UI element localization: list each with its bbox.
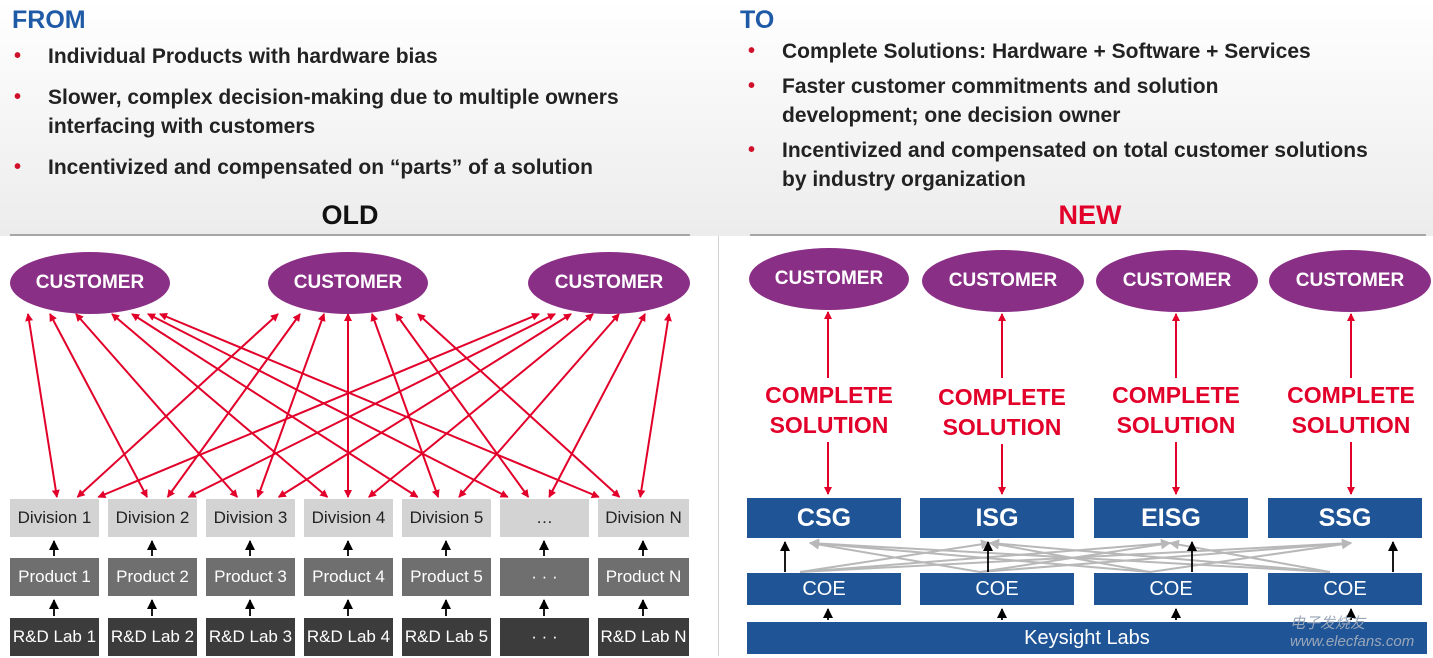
product-box: · · · <box>500 558 589 596</box>
group-csg: CSG <box>747 498 901 538</box>
coe-box: COE <box>920 573 1074 605</box>
to-heading: TO <box>740 6 775 34</box>
coe-box: COE <box>747 573 901 605</box>
center-separator <box>718 236 719 656</box>
rd-lab-box: R&D Lab N <box>598 618 689 656</box>
coe-box: COE <box>1094 573 1248 605</box>
group-isg: ISG <box>920 498 1074 538</box>
customer-division-arrow <box>111 313 329 498</box>
new-title: NEW <box>1058 200 1122 230</box>
solution-line: SOLUTION <box>769 412 889 438</box>
complete-solution-label: COMPLETE SOLUTION <box>1276 378 1426 442</box>
customer-division-arrow <box>187 313 556 498</box>
customer-division-arrow <box>637 313 672 498</box>
customer-division-arrow <box>417 313 621 498</box>
customer-division-arrow <box>131 313 419 498</box>
solution-line: SOLUTION <box>942 414 1062 440</box>
division-box: Division 4 <box>304 499 393 537</box>
customer-division-arrow <box>548 313 646 498</box>
rd-lab-box: R&D Lab 5 <box>402 618 491 656</box>
complete-line: COMPLETE <box>765 382 893 408</box>
complete-line: COMPLETE <box>938 384 1066 410</box>
new-customer-1: CUSTOMER <box>749 248 909 310</box>
rd-lab-box: R&D Lab 4 <box>304 618 393 656</box>
old-customer-3: CUSTOMER <box>528 252 690 314</box>
to-bullet: Faster customer commitments and solution… <box>744 72 1342 130</box>
new-customer-4: CUSTOMER <box>1269 250 1431 312</box>
to-bullets: Complete Solutions: Hardware + Software … <box>744 37 1424 206</box>
customer-division-arrow <box>25 313 60 498</box>
customer-division-arrow <box>97 312 540 499</box>
coe-cross-arrow <box>809 539 981 573</box>
product-box: Product 5 <box>402 558 491 596</box>
from-bullet: Slower, complex decision-making due to m… <box>10 83 648 141</box>
complete-solution-label: COMPLETE SOLUTION <box>754 378 904 442</box>
division-box: … <box>500 499 589 537</box>
division-box: Division 3 <box>206 499 295 537</box>
coe-cross-arrow <box>809 538 1331 573</box>
group-ssg: SSG <box>1268 498 1422 538</box>
solution-line: SOLUTION <box>1291 412 1411 438</box>
division-box: Division 5 <box>402 499 491 537</box>
product-box: Product 2 <box>108 558 197 596</box>
from-bullets: Individual Products with hardware bias S… <box>10 42 690 194</box>
complete-line: COMPLETE <box>1287 382 1415 408</box>
group-eisg: EISG <box>1094 498 1248 538</box>
complete-solution-label: COMPLETE SOLUTION <box>1101 378 1251 442</box>
from-heading: FROM <box>12 6 86 34</box>
customer-division-arrow <box>75 313 238 498</box>
old-customer-1: CUSTOMER <box>10 252 170 314</box>
customer-division-arrow <box>49 313 148 498</box>
complete-solution-label: COMPLETE SOLUTION <box>927 380 1077 444</box>
old-title: OLD <box>321 200 379 230</box>
to-bullet: Complete Solutions: Hardware + Software … <box>744 37 1424 66</box>
old-divider <box>10 234 690 236</box>
customer-division-arrow <box>159 313 600 498</box>
rd-lab-box: R&D Lab 1 <box>10 618 99 656</box>
solution-line: SOLUTION <box>1116 412 1236 438</box>
complete-line: COMPLETE <box>1112 382 1240 408</box>
customer-division-arrow <box>147 313 509 498</box>
division-box: Division 2 <box>108 499 197 537</box>
coe-cross-arrow <box>809 538 1151 573</box>
product-box: Product 1 <box>10 558 99 596</box>
rd-lab-box: R&D Lab 3 <box>206 618 295 656</box>
customer-division-arrow <box>166 313 301 498</box>
customer-division-arrow <box>458 313 620 498</box>
coe-box: COE <box>1268 573 1422 605</box>
new-customer-3: CUSTOMER <box>1096 250 1258 312</box>
new-customer-2: CUSTOMER <box>922 250 1084 312</box>
rd-lab-box: R&D Lab 2 <box>108 618 197 656</box>
customer-division-arrow <box>368 313 594 498</box>
customer-division-arrow <box>395 313 530 498</box>
old-customer-2: CUSTOMER <box>268 252 428 314</box>
product-box: Product 3 <box>206 558 295 596</box>
division-box: Division N <box>598 499 689 537</box>
coe-cross-arrow <box>989 538 1331 573</box>
division-box: Division 1 <box>10 499 99 537</box>
from-bullet: Individual Products with hardware bias <box>10 42 690 71</box>
rd-lab-box: · · · <box>500 618 589 656</box>
product-box: Product 4 <box>304 558 393 596</box>
customer-division-arrow <box>76 313 279 498</box>
keysight-labs-bar: Keysight Labs <box>747 622 1427 654</box>
customer-division-arrow <box>277 313 572 498</box>
from-bullet: Incentivized and compensated on “parts” … <box>10 153 608 182</box>
new-divider <box>750 234 1426 236</box>
watermark: 电子发烧友 www.elecfans.com <box>1290 615 1415 650</box>
product-box: Product N <box>598 558 689 596</box>
customer-division-arrow <box>256 313 326 498</box>
to-bullet: Incentivized and compensated on total cu… <box>744 136 1382 194</box>
